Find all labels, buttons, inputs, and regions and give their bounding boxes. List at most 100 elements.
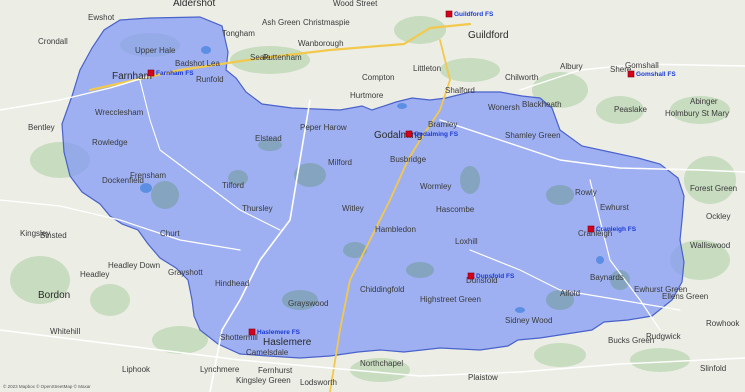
place-label: Fernhurst [258, 366, 293, 375]
place-label: Tongham [222, 29, 255, 38]
place-label: Grayshott [168, 268, 203, 277]
fire-station-icon[interactable] [587, 225, 595, 233]
fire-station-icon[interactable] [627, 70, 635, 78]
fire-station-icon[interactable] [248, 328, 256, 336]
place-label: Northchapel [360, 359, 403, 368]
place-label: Kingsley [20, 229, 50, 238]
place-label: Plaistow [468, 373, 498, 382]
map-attribution: © 2023 Mapbox © OpenStreetMap © Maxar [3, 383, 91, 389]
fire-station-label: Godalming FS [414, 131, 459, 138]
place-label: Walliswood [690, 241, 730, 250]
place-label: Dunsfold [466, 276, 498, 285]
place-label: Liphook [122, 365, 151, 374]
place-label: Godalming [374, 130, 422, 141]
place-label: Busbridge [390, 155, 427, 164]
place-label: Holmbury St Mary [665, 109, 729, 118]
fire-station-label: Farnham FS [156, 70, 194, 77]
place-label: Ash Green [262, 18, 300, 27]
place-label: Forest Green [690, 184, 737, 193]
fire-station-label: Haslemere FS [257, 329, 301, 336]
place-label: Camelsdale [246, 348, 289, 357]
fire-station-marker[interactable]: Haslemere FS [248, 328, 301, 336]
fire-station-icon[interactable] [467, 272, 475, 280]
fire-station-marker[interactable]: Gomshall FS [627, 70, 676, 78]
place-label: Hindhead [215, 279, 249, 288]
fire-station-marker[interactable]: Farnham FS [147, 69, 194, 77]
place-label: Blackheath [522, 100, 562, 109]
place-label: Highstreet Green [420, 295, 481, 304]
fire-station-marker[interactable]: Guildford FS [445, 10, 494, 18]
place-label: Bordon [38, 290, 70, 301]
place-label: Compton [362, 73, 394, 82]
place-label: Frensham [130, 171, 166, 180]
place-label: Sidney Wood [505, 316, 552, 325]
place-label: Chiddingfold [360, 285, 404, 294]
place-label: Christmaspie [303, 18, 350, 27]
place-label: Peper Harow [300, 123, 347, 132]
place-label: Wrecclesham [95, 108, 144, 117]
fire-station-marker[interactable]: Cranleigh FS [587, 225, 637, 233]
place-label: Binsted [40, 231, 67, 240]
fire-station-icon[interactable] [405, 130, 413, 138]
place-label: Seale [250, 53, 271, 62]
fire-station-marker[interactable]: Dunsfold FS [467, 272, 515, 280]
place-label: Farnham [112, 71, 152, 82]
place-label: Rowhook [706, 319, 740, 328]
place-label: Baynards [590, 273, 624, 282]
fire-station-icon[interactable] [445, 10, 453, 18]
place-label: Headley [80, 270, 109, 279]
place-label: Bucks Green [608, 336, 654, 345]
fire-station-marker[interactable]: Godalming FS [405, 130, 459, 138]
fire-station-label: Guildford FS [454, 11, 494, 18]
place-label: Aldershot [173, 0, 215, 9]
place-label: Ockley [706, 212, 730, 221]
water-bodies [140, 46, 604, 313]
place-label: Cranleigh [578, 229, 612, 238]
place-label: Witley [342, 204, 364, 213]
place-label: Crondall [38, 37, 68, 46]
place-label: Alfold [560, 289, 580, 298]
place-label: Runfold [196, 75, 224, 84]
place-label: Bentley [28, 123, 55, 132]
place-label: Wood Street [333, 0, 378, 8]
place-label: Shottermill [220, 333, 258, 342]
fire-station-label: Gomshall FS [636, 71, 676, 78]
place-label: Milford [328, 158, 352, 167]
place-label: Ewhurst [600, 203, 630, 212]
woodland-inside-area [151, 139, 630, 310]
place-label: Rudgwick [646, 332, 682, 341]
place-label: Gomshall [625, 61, 659, 70]
place-label: Wonersh [488, 103, 520, 112]
place-label: Wormley [420, 182, 451, 191]
place-label: Elstead [255, 134, 282, 143]
place-label: Albury [560, 62, 583, 71]
place-label: Whitehill [50, 327, 80, 336]
place-label: Upper Hale [135, 46, 176, 55]
fire-station-label: Cranleigh FS [596, 226, 637, 233]
place-label: Kingsley Green [236, 376, 291, 385]
place-label: Littleton [413, 64, 441, 73]
place-label: Rowly [575, 188, 597, 197]
place-label: Peaslake [614, 105, 647, 114]
place-label: Shamley Green [505, 131, 561, 140]
place-label: Abinger [690, 97, 718, 106]
place-label: Haslemere [263, 337, 312, 348]
place-label: Ewshot [88, 13, 115, 22]
place-label: Slinfold [700, 364, 726, 373]
roads [0, 22, 745, 392]
place-label: Dockenfield [102, 176, 144, 185]
place-label: Hurtmore [350, 91, 384, 100]
place-label: Wanborough [298, 39, 344, 48]
place-label: Churt [160, 229, 180, 238]
place-label: Chilworth [505, 73, 538, 82]
place-label: Bramley [428, 120, 457, 129]
place-label: Hascombe [436, 205, 475, 214]
place-label: Hambledon [375, 225, 416, 234]
place-label: Puttenham [263, 53, 302, 62]
place-label: Headley Down [108, 261, 160, 270]
place-label: Shalford [445, 86, 475, 95]
fire-station-icon[interactable] [147, 69, 155, 77]
